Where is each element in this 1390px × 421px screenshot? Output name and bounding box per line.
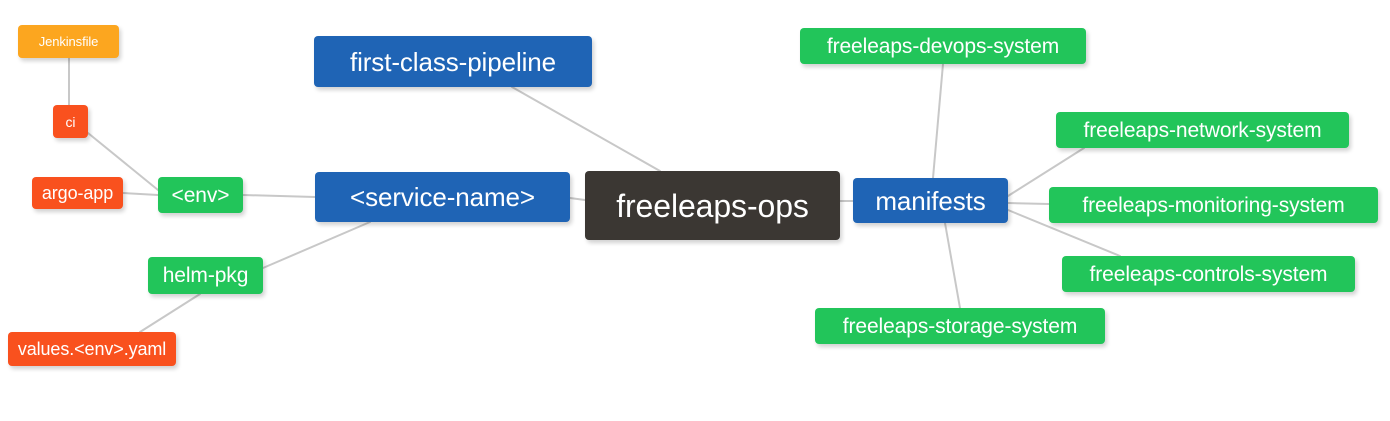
mindmap-node-env[interactable]: <env> (158, 177, 243, 213)
mindmap-node-pipeline[interactable]: first-class-pipeline (314, 36, 592, 87)
mindmap-node-label: freeleaps-monitoring-system (1082, 193, 1345, 217)
mindmap-node-label: freeleaps-network-system (1083, 118, 1322, 142)
mindmap-node-label: manifests (875, 185, 986, 216)
edge-manifests-to-storage (944, 222, 961, 309)
edge-helm-pkg-to-service-name (262, 221, 371, 269)
edge-service-name-to-freeleaps-ops (569, 197, 586, 201)
mindmap-node-label: freeleaps-controls-system (1089, 262, 1328, 286)
mindmap-node-label: ci (65, 113, 76, 130)
mindmap-node-label: <env> (171, 183, 230, 207)
mindmap-node-devops[interactable]: freeleaps-devops-system (800, 28, 1086, 64)
mindmap-node-label: freeleaps-ops (616, 187, 809, 224)
mindmap-node-controls[interactable]: freeleaps-controls-system (1062, 256, 1355, 292)
mindmap-node-helm-pkg[interactable]: helm-pkg (148, 257, 263, 294)
mindmap-node-label: freeleaps-devops-system (826, 34, 1060, 58)
mindmap-node-monitoring[interactable]: freeleaps-monitoring-system (1049, 187, 1378, 223)
mindmap-node-jenkinsfile[interactable]: Jenkinsfile (18, 25, 119, 58)
edge-manifests-to-devops (932, 63, 944, 179)
mindmap-node-values-yaml[interactable]: values.<env>.yaml (8, 332, 176, 366)
edge-manifests-to-monitoring (1007, 202, 1050, 205)
mindmap-node-freeleaps-ops[interactable]: freeleaps-ops (585, 171, 840, 240)
mindmap-node-argo-app[interactable]: argo-app (32, 177, 123, 209)
mindmap-node-label: freeleaps-storage-system (842, 314, 1078, 338)
mindmap-node-label: argo-app (41, 183, 114, 203)
mindmap-node-manifests[interactable]: manifests (853, 178, 1008, 223)
mindmap-node-label: <service-name> (349, 182, 536, 212)
mindmap-node-network[interactable]: freeleaps-network-system (1056, 112, 1349, 148)
mindmap-node-label: Jenkinsfile (38, 34, 99, 49)
mindmap-node-label: first-class-pipeline (349, 46, 557, 77)
edge-values-yaml-to-helm-pkg (139, 293, 201, 333)
edge-env-to-service-name (242, 194, 316, 198)
mindmap-node-label: values.<env>.yaml (17, 339, 167, 359)
edge-argo-app-to-env (122, 192, 159, 196)
mindmap-node-storage[interactable]: freeleaps-storage-system (815, 308, 1105, 344)
mindmap-node-ci[interactable]: ci (53, 105, 88, 138)
mindmap-node-label: helm-pkg (162, 264, 249, 287)
mindmap-node-service-name[interactable]: <service-name> (315, 172, 570, 222)
edge-pipeline-to-freeleaps-ops (511, 86, 661, 172)
